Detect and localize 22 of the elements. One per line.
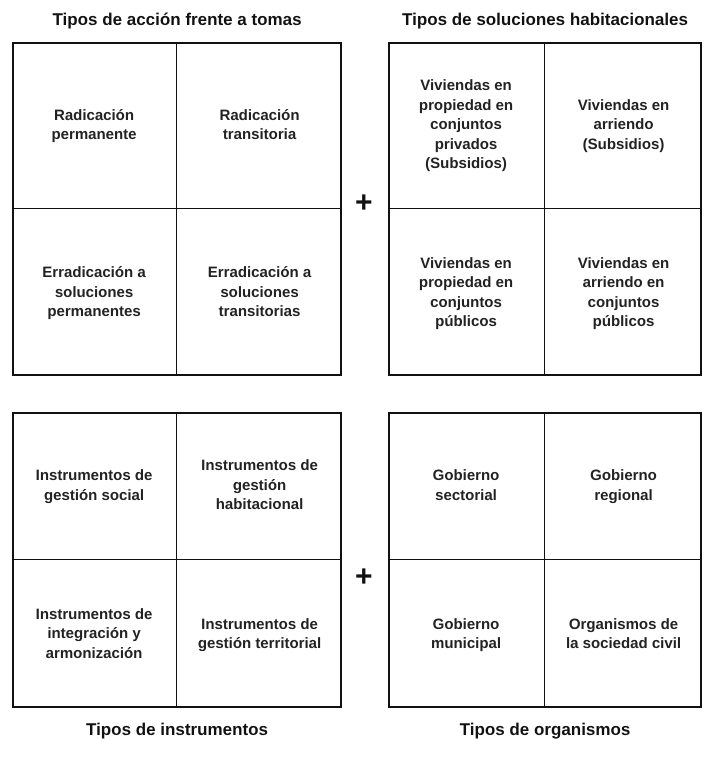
cell-text: Radicación permanente [50, 106, 138, 144]
plus-sign: + [355, 186, 373, 220]
cell-text: Instrumentos de gestión territorial [196, 614, 322, 654]
cell-text: Erradicación a soluciones permanentes [41, 263, 147, 322]
cell-text: Viviendas en propiedad en conjuntos privados (Subsidios) [418, 76, 514, 174]
cell-text: Gobierno municipal [430, 614, 502, 654]
cell-text: Erradicación a soluciones transitorias [206, 263, 312, 322]
cell-text: Instrumentos de gestión habitacional [200, 456, 319, 515]
cell-text: Gobierno sectorial [432, 466, 500, 505]
cell-text: Gobierno regional [589, 466, 658, 505]
cell-text: Viviendas en arriendo en conjuntos públicos [576, 254, 670, 332]
panel-title: Tipos de instrumentos [85, 720, 269, 740]
cell-text: Radicación transitoria [218, 106, 301, 144]
panel-title: Tipos de acción frente a tomas [51, 10, 303, 30]
cell-text: Organismos de la sociedad civil [564, 614, 682, 654]
cell-text: Instrumentos de integración y armonización [34, 604, 154, 664]
panel-title: Tipos de organismos [458, 720, 632, 740]
cell-text: Instrumentos de gestión social [34, 466, 154, 505]
cell-text: Viviendas en arriendo (Subsidios) [576, 96, 670, 154]
cell-text: Viviendas en propiedad en conjuntos públicos [418, 254, 514, 332]
plus-sign: + [355, 560, 373, 594]
panel-title: Tipos de soluciones habitacionales [401, 10, 689, 30]
